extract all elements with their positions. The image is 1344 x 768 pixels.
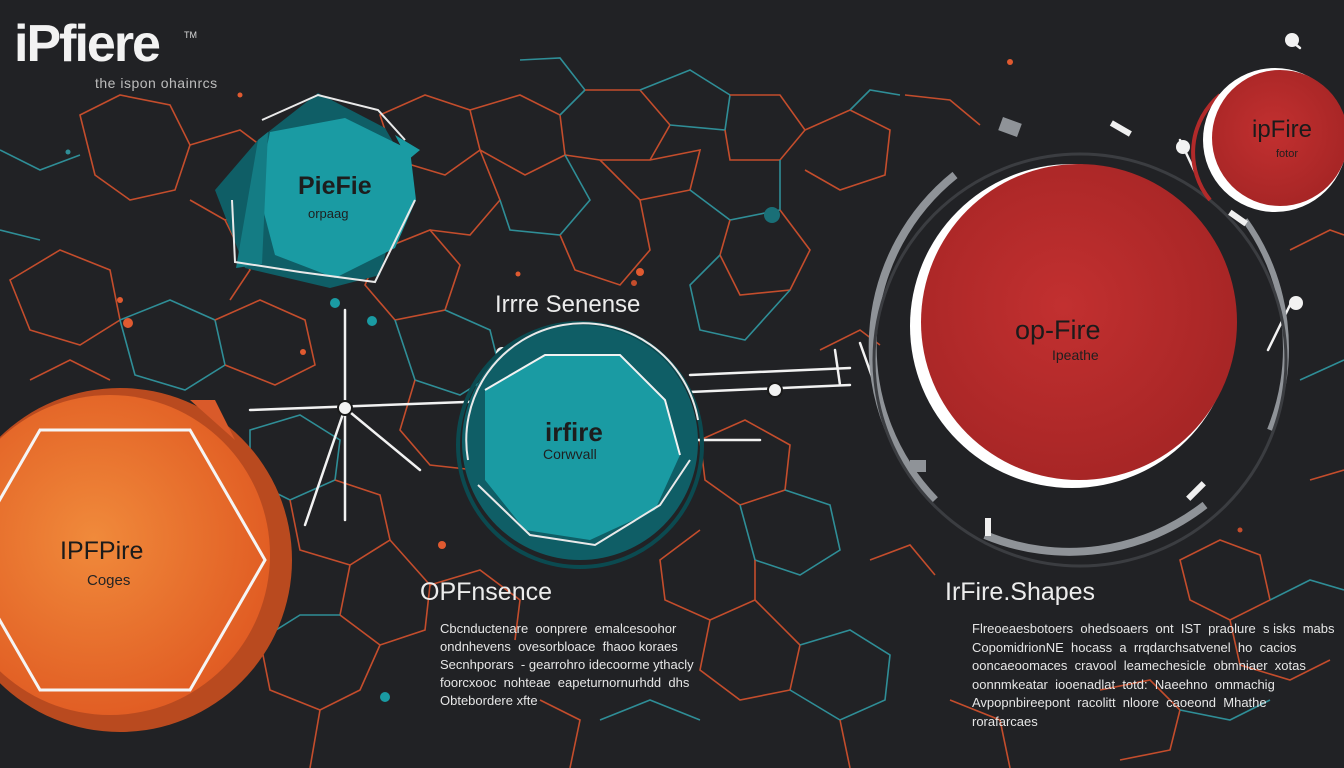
red-circle-large	[868, 117, 1289, 568]
teal-center-title: irfire	[545, 417, 603, 447]
brand-logo: iPfiere	[14, 15, 161, 73]
red-small-subtitle: fotor	[1276, 148, 1299, 160]
red-small-title: ipFire	[1252, 116, 1313, 143]
red-large-subtitle: Ipeathe	[1052, 347, 1099, 363]
red-large-title: op-Fire	[1015, 315, 1101, 345]
hex-grid	[0, 57, 1344, 768]
teal-center-subtitle: Corwvall	[543, 446, 597, 462]
right-paragraph: Flreoeaesbotoers ohedsoaers ont IST prao…	[972, 621, 1335, 729]
teal-polygon-top	[215, 93, 420, 288]
scatter-dots	[65, 59, 1243, 702]
teal-top-title: PieFie	[298, 172, 372, 200]
right-bottom-heading: IrFire.Shapes	[945, 578, 1096, 606]
connector-nodes	[330, 33, 1303, 416]
center-paragraph: Cbcnductenare oonprere emalcesoohor ondn…	[440, 621, 694, 708]
orange-node-title: IPFPire	[60, 537, 144, 565]
red-circle-small	[1191, 68, 1344, 212]
teal-circle-center	[456, 321, 704, 569]
teal-top-subtitle: orpaag	[308, 206, 349, 221]
orange-node-subtitle: Coges	[87, 572, 131, 589]
center-top-heading: Irrre Senense	[495, 291, 641, 318]
center-bottom-heading: OPFnsence	[420, 578, 553, 606]
orange-node	[0, 388, 292, 732]
brand-tagline: the ispon ohainrcs	[95, 75, 218, 91]
trademark-mark: TM	[184, 30, 197, 40]
